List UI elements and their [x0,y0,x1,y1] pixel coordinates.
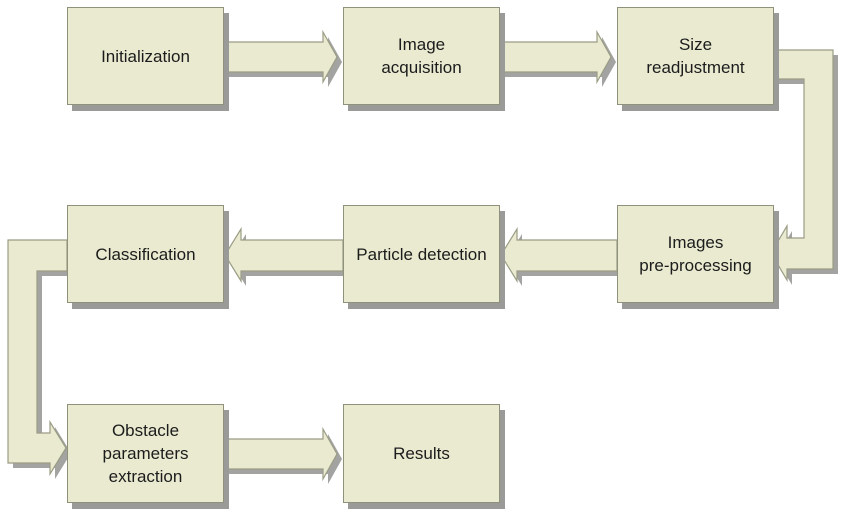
node-images-preprocessing: Images pre-processing [617,205,774,303]
node-particle-detection: Particle detection [343,205,500,303]
arrow-obstacle-parameters-extraction-to-results [223,426,342,484]
arrow-image-acquisition-to-size-readjustment [499,29,616,87]
node-image-acquisition: Image acquisition [343,7,500,105]
arrow-initialization-to-image-acquisition [223,29,342,87]
arrow-classification-to-obstacle-parameters-extraction [7,239,72,479]
node-label: Results [393,444,450,463]
node-label: Size readjustment [646,35,745,77]
node-label: Initialization [101,46,190,66]
node-label: Image acquisition [381,35,462,77]
node-size-readjustment: Size readjustment [617,7,774,105]
arrow-images-preprocessing-to-particle-detection [500,226,622,286]
node-label: Images pre-processing [639,233,752,275]
arrow-size-readjustment-to-images-preprocessing [770,49,838,285]
node-obstacle-parameters-extraction: Obstacle parameters extraction [67,404,224,503]
node-label: Classification [95,244,196,264]
node-classification: Classification [67,205,224,303]
node-label: Obstacle parameters extraction [102,421,189,486]
node-results: Results [343,404,500,503]
node-label: Particle detection [356,244,487,264]
arrow-particle-detection-to-classification [224,226,348,286]
node-initialization: Initialization [67,7,224,105]
